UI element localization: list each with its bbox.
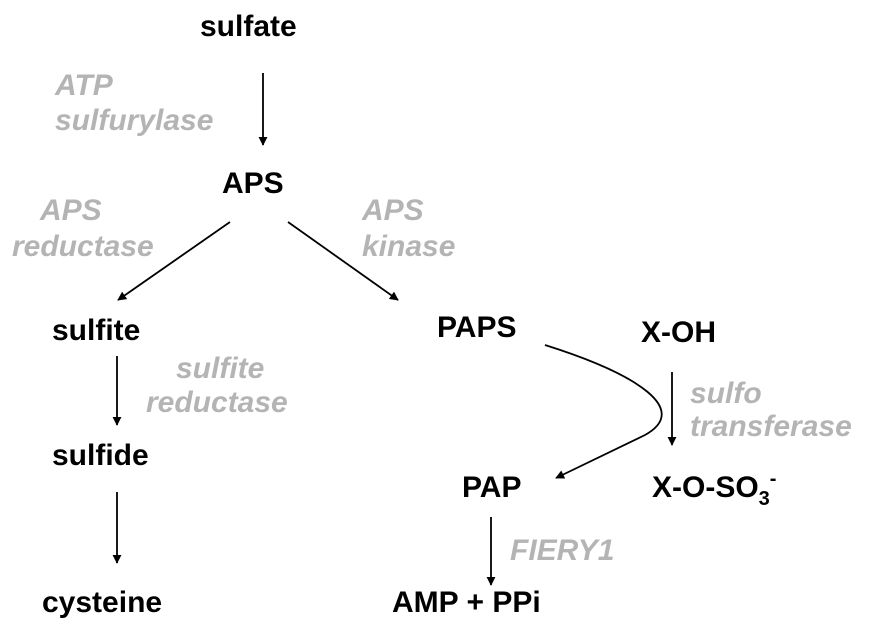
paps-label: PAPS (437, 311, 516, 344)
sulfite-reductase-line1: sulfite (176, 352, 264, 385)
sulfate-label: sulfate (200, 10, 297, 43)
x-oh-label: X-OH (641, 316, 716, 349)
x-o-so3-base: X-O-SO (652, 471, 759, 504)
sulfotransferase-label: sulfo transferase (690, 377, 852, 443)
aps-label: APS (222, 167, 284, 200)
sulfite-label: sulfite (52, 314, 140, 347)
atp-sulfurylase-line1: ATP (54, 69, 114, 102)
sulfide-label: sulfide (52, 439, 149, 472)
aps-kinase-line2: kinase (362, 230, 455, 263)
fiery1-label: FIERY1 (510, 534, 615, 567)
sulfite-reductase-label: sulfite reductase (146, 352, 288, 419)
pap-label: PAP (462, 471, 521, 504)
x-o-so3-label: X-O-SO3- (652, 468, 776, 510)
sulfotransferase-line1: sulfo (690, 377, 762, 410)
aps-reductase-line2: reductase (12, 230, 154, 263)
atp-sulfurylase-line2: sulfurylase (55, 104, 213, 137)
cysteine-label: cysteine (42, 586, 162, 619)
aps-reductase-label: APS reductase (12, 194, 154, 263)
aps-kinase-label: APS kinase (361, 194, 455, 263)
aps-kinase-line1: APS (361, 194, 424, 227)
aps-to-paps-arrow (287, 221, 399, 301)
aps-reductase-line1: APS (39, 194, 102, 227)
sulfite-reductase-line2: reductase (146, 386, 288, 419)
paps-to-pap-arrow (544, 344, 663, 479)
sulfotransferase-line2: transferase (690, 410, 852, 443)
x-o-so3-superscript: - (770, 468, 777, 490)
aps-to-sulfite-arrow (117, 221, 231, 301)
atp-sulfurylase-label: ATP sulfurylase (54, 69, 213, 137)
amp-ppi-label: AMP + PPi (392, 586, 541, 619)
x-o-so3-subscript: 3 (759, 488, 770, 510)
